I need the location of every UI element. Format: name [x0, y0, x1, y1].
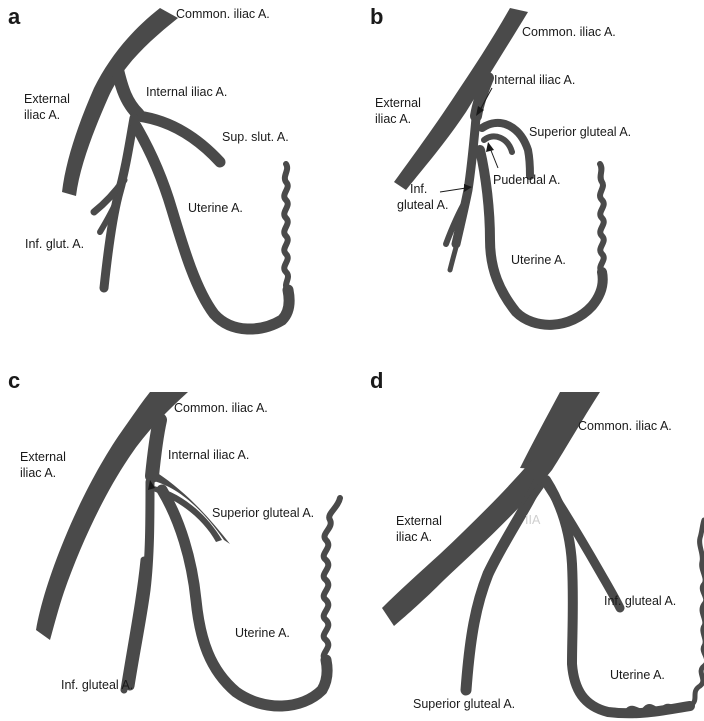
- panel-a: a Common. iliac A. External iliac A. Int…: [8, 4, 289, 329]
- panel-d-inf-gluteal-label: Inf. gluteal A.: [604, 594, 676, 608]
- panel-a-external-iliac-label-line1: External: [24, 92, 70, 106]
- panel-a-letter: a: [8, 4, 21, 29]
- panel-b-inf-gluteal-pointer: [440, 188, 466, 192]
- panel-d: d Common. iliac A. External iliac A. IIA…: [370, 368, 704, 713]
- panel-b-pudendal-label: Pudendal A.: [493, 173, 560, 187]
- panel-d-common-iliac-label: Common. iliac A.: [578, 419, 672, 433]
- panel-b-pudendal-pointer: [490, 148, 498, 168]
- panel-b-uterine-tortuous: [600, 164, 604, 272]
- panel-b-common-iliac-label: Common. iliac A.: [522, 25, 616, 39]
- panel-b-inf-gluteal-label-line1: Inf.: [410, 182, 427, 196]
- panel-c-internal-iliac: [152, 420, 160, 476]
- panel-b-internal-iliac-label: Internal iliac A.: [494, 73, 575, 87]
- panel-b-pudendal-arrowhead: [486, 142, 494, 152]
- panel-b-external-iliac-label-line2: iliac A.: [375, 112, 411, 126]
- panel-b-letter: b: [370, 4, 383, 29]
- panel-a-sup-gluteal-label: Sup. slut. A.: [222, 130, 289, 144]
- panel-c-internal-iliac-label: Internal iliac A.: [168, 448, 249, 462]
- panel-a-internal-iliac: [118, 72, 138, 114]
- panel-b-external-iliac-label-line1: External: [375, 96, 421, 110]
- panel-d-external-iliac-label-line1: External: [396, 514, 442, 528]
- panel-c-uterine-label: Uterine A.: [235, 626, 290, 640]
- panel-a-uterine-label: Uterine A.: [188, 201, 243, 215]
- panel-a-internal-iliac-label: Internal iliac A.: [146, 85, 227, 99]
- panel-c-inf-gluteal-label: Inf. gluteal A.: [61, 678, 133, 692]
- panel-c-superior-gluteal-label: Superior gluteal A.: [212, 506, 314, 520]
- panel-b-inf-gluteal-label-line2: gluteal A.: [397, 198, 448, 212]
- panel-a-uterine-tortuous: [284, 164, 288, 290]
- panel-c: c Common. iliac A. External iliac A. Int…: [8, 368, 340, 706]
- panel-c-letter: c: [8, 368, 20, 393]
- panel-c-uterine-tortuous: [324, 498, 340, 660]
- panel-d-external-iliac-label-line2: iliac A.: [396, 530, 432, 544]
- panel-a-common-iliac-label: Common. iliac A.: [176, 7, 270, 21]
- panel-d-uterine-label: Uterine A.: [610, 668, 665, 682]
- panel-d-superior-gluteal-label: Superior gluteal A.: [413, 697, 515, 711]
- panel-d-iia-label: IIA: [525, 513, 541, 527]
- panel-b-posterior-stem: [456, 118, 476, 244]
- panel-d-letter: d: [370, 368, 383, 393]
- panel-c-common-iliac-label: Common. iliac A.: [174, 401, 268, 415]
- panel-b-uterine-label: Uterine A.: [511, 253, 566, 267]
- panel-d-uterine-tortuous-right: [690, 520, 704, 706]
- panel-c-external-iliac-label-line2: iliac A.: [20, 466, 56, 480]
- panel-a-external-iliac-label-line2: iliac A.: [24, 108, 60, 122]
- panel-c-external-iliac-label-line1: External: [20, 450, 66, 464]
- panel-a-inf-gluteal-label: Inf. glut. A.: [25, 237, 84, 251]
- panel-b: b Common. iliac A. Internal iliac A. Ext…: [370, 4, 631, 325]
- panel-b-superior-gluteal-label: Superior gluteal A.: [529, 125, 631, 139]
- panel-c-uterine-artery: [162, 490, 327, 706]
